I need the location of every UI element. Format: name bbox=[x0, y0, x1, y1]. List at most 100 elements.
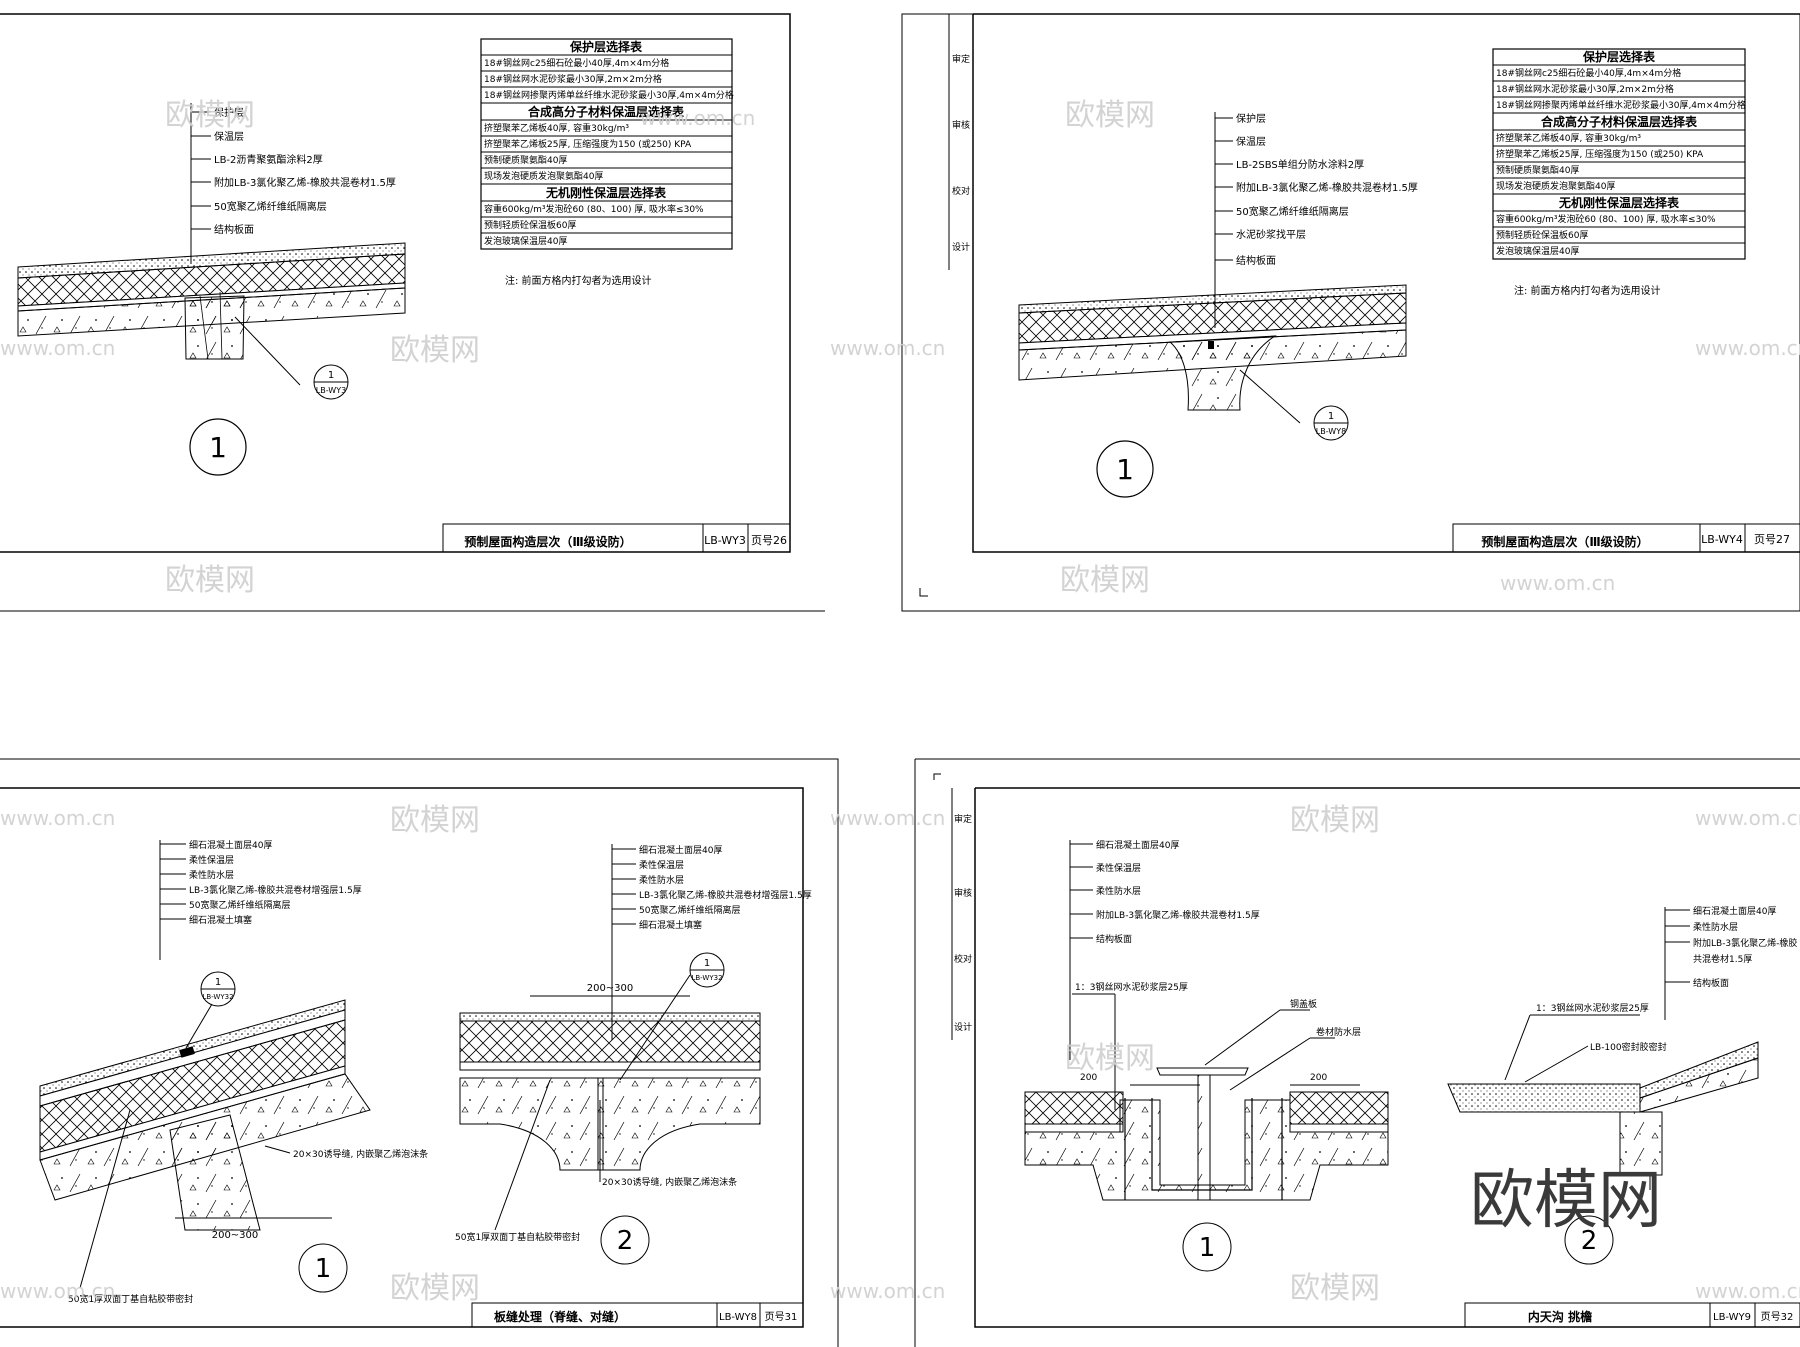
layer-leaders-left: 细石混凝土面层40厚 柔性保温层 柔性防水层 附加LB-3氯化聚乙烯-橡胶共混卷… bbox=[1069, 839, 1260, 1060]
svg-text:18#钢丝网掺聚丙烯单丝纤维水泥砂浆最小30厚,4m×4m分: 18#钢丝网掺聚丙烯单丝纤维水泥砂浆最小30厚,4m×4m分格 bbox=[484, 89, 734, 101]
svg-text:页号31: 页号31 bbox=[765, 1311, 798, 1323]
layer-leaders: 保护层 保温层 LB-2SBS单组分防水涂料2厚 附加LB-3氯化聚乙烯-橡胶共… bbox=[1214, 112, 1418, 328]
svg-text:1: 1 bbox=[1328, 411, 1334, 422]
svg-text:LB-3氯化聚乙烯-橡胶共混卷材增强层1.5厚: LB-3氯化聚乙烯-橡胶共混卷材增强层1.5厚 bbox=[189, 884, 362, 896]
svg-text:现场发泡硬质发泡聚氨酯40厚: 现场发泡硬质发泡聚氨酯40厚 bbox=[484, 170, 603, 182]
detail-number: 1 bbox=[209, 431, 227, 464]
svg-text:预制硬质聚氨酯40厚: 预制硬质聚氨酯40厚 bbox=[1496, 164, 1579, 176]
watermark-logo: 欧模网 bbox=[165, 98, 255, 133]
watermark-url: www.om.cn bbox=[830, 806, 945, 830]
eave-section bbox=[1447, 1041, 1759, 1190]
side-label: 校对 bbox=[954, 953, 972, 965]
side-label: 校对 bbox=[952, 185, 970, 197]
layer-label: 50宽聚乙烯纤维纸隔离层 bbox=[214, 200, 327, 213]
layer-leaders-right: 细石混凝土面层40厚 柔性防水层 附加LB-3氯化聚乙烯-橡胶 共混卷材1.5厚… bbox=[1664, 905, 1797, 1020]
watermark-logo: 欧模网 bbox=[1065, 98, 1155, 133]
layer-label: 附加LB-3氯化聚乙烯-橡胶共混卷材1.5厚 bbox=[214, 176, 396, 189]
detail-number: 2 bbox=[617, 1226, 634, 1256]
watermark-logo: 欧模网 bbox=[390, 1271, 480, 1306]
svg-text:柔性保温层: 柔性保温层 bbox=[1096, 862, 1141, 874]
svg-text:18#钢丝网水泥砂浆最小30厚,2m×2m分格: 18#钢丝网水泥砂浆最小30厚,2m×2m分格 bbox=[1496, 83, 1674, 95]
table-note: 注: 前面方格内打勾者为选用设计 bbox=[505, 274, 652, 287]
layer-leaders-left: 细石混凝土面层40厚 柔性保温层 柔性防水层 LB-3氯化聚乙烯-橡胶共混卷材增… bbox=[159, 839, 362, 960]
svg-text:柔性保温层: 柔性保温层 bbox=[189, 854, 234, 866]
detail-number: 1 bbox=[1199, 1233, 1216, 1263]
watermark-url: www.om.cn bbox=[830, 336, 945, 360]
svg-text:无机刚性保温层选择表: 无机刚性保温层选择表 bbox=[545, 185, 667, 200]
svg-text:保护层: 保护层 bbox=[1236, 112, 1266, 125]
layer-leaders-right: 细石混凝土面层40厚 柔性保温层 柔性防水层 LB-3氯化聚乙烯-橡胶共混卷材增… bbox=[611, 844, 812, 1040]
svg-text:附加LB-3氯化聚乙烯-橡胶共混卷材1.5厚: 附加LB-3氯化聚乙烯-橡胶共混卷材1.5厚 bbox=[1236, 181, 1418, 194]
side-label: 审核 bbox=[954, 887, 972, 899]
side-label: 审定 bbox=[954, 813, 972, 825]
detail-ref-bubble: 1 LB-WY32 bbox=[689, 952, 725, 988]
svg-text:LB-WY4: LB-WY4 bbox=[1701, 533, 1743, 546]
detail-ref-bubble: 1 LB-WY8 bbox=[1313, 405, 1349, 441]
svg-text:柔性防水层: 柔性防水层 bbox=[1693, 921, 1738, 933]
svg-text:页号32: 页号32 bbox=[1761, 1311, 1794, 1323]
svg-text:50宽聚乙烯纤维纸隔离层: 50宽聚乙烯纤维纸隔离层 bbox=[1236, 205, 1349, 218]
title-block: 板缝处理（脊缝、对缝） LB-WY8 页号31 bbox=[471, 1302, 804, 1328]
layer-label: 保温层 bbox=[214, 130, 244, 143]
watermark-large: 欧模网 bbox=[1470, 1164, 1662, 1238]
svg-text:18#钢丝网c25细石砼最小40厚,4m×4m分格: 18#钢丝网c25细石砼最小40厚,4m×4m分格 bbox=[484, 57, 669, 69]
groove-label: 20×30诱导缝, 内嵌聚乙烯泡沫条 bbox=[293, 1148, 428, 1160]
panel-2: 审定 审核 校对 设计 保护层 保温层 LB-2SBS单组分防水涂料2厚 附加L… bbox=[901, 13, 1800, 612]
svg-text:结构板面: 结构板面 bbox=[1236, 254, 1276, 267]
svg-text:预制屋面构造层次（Ⅲ级设防）: 预制屋面构造层次（Ⅲ级设防） bbox=[1481, 534, 1648, 549]
watermark-url: www.om.cn bbox=[0, 806, 115, 830]
svg-text:预制轻质砼保温板60厚: 预制轻质砼保温板60厚 bbox=[1496, 229, 1588, 241]
svg-text:1: 1 bbox=[704, 958, 710, 969]
panel-4: 审定 审核 校对 设计 细石混凝土面层40厚 柔性保温层 柔性防水层 附加LB-… bbox=[914, 758, 1800, 1347]
detail-number: 1 bbox=[315, 1254, 332, 1284]
seal-label: 50宽1厚双面丁基自粘胶带密封 bbox=[455, 1231, 580, 1243]
side-label: 设计 bbox=[954, 1021, 972, 1033]
watermark-url: www.om.cn bbox=[0, 1279, 115, 1303]
svg-text:50宽聚乙烯纤维纸隔离层: 50宽聚乙烯纤维纸隔离层 bbox=[189, 899, 290, 911]
detail-ref-bubble: 1 LB-WY3 bbox=[313, 364, 349, 400]
roof-section bbox=[1018, 284, 1407, 411]
svg-text:发泡玻璃保温层40厚: 发泡玻璃保温层40厚 bbox=[484, 235, 567, 247]
layer-label: 保护层 bbox=[214, 106, 244, 119]
svg-text:细石混凝土面层40厚: 细石混凝土面层40厚 bbox=[1096, 839, 1179, 851]
dimension: 200~300 bbox=[212, 1230, 259, 1241]
side-label: 审核 bbox=[952, 119, 970, 131]
svg-text:50宽聚乙烯纤维纸隔离层: 50宽聚乙烯纤维纸隔离层 bbox=[639, 904, 740, 916]
svg-text:柔性防水层: 柔性防水层 bbox=[1096, 885, 1141, 897]
layer-label: 结构板面 bbox=[214, 223, 254, 236]
layer-leaders: 保护层 保温层 LB-2沥青聚氨酯涂料2厚 附加LB-3氯化聚乙烯-橡胶共混卷材… bbox=[190, 103, 396, 264]
svg-text:发泡玻璃保温层40厚: 发泡玻璃保温层40厚 bbox=[1496, 245, 1579, 257]
watermark-url: www.om.cn bbox=[1500, 571, 1615, 595]
svg-text:保护层选择表: 保护层选择表 bbox=[1582, 49, 1656, 64]
groove-label: 20×30诱导缝, 内嵌聚乙烯泡沫条 bbox=[602, 1176, 737, 1188]
svg-text:LB-WY8: LB-WY8 bbox=[719, 1312, 757, 1323]
gutter-section bbox=[1024, 1067, 1389, 1201]
svg-text:无机刚性保温层选择表: 无机刚性保温层选择表 bbox=[1558, 195, 1680, 210]
svg-text:现场发泡硬质发泡聚氨酯40厚: 现场发泡硬质发泡聚氨酯40厚 bbox=[1496, 180, 1615, 192]
svg-text:保护层选择表: 保护层选择表 bbox=[569, 39, 643, 54]
mortar-label: 1：3钢丝网水泥砂浆层25厚 bbox=[1075, 981, 1188, 993]
butt-joint-section bbox=[459, 995, 761, 1171]
watermark-url: www.om.cn bbox=[830, 1279, 945, 1303]
svg-text:保温层: 保温层 bbox=[1236, 135, 1266, 148]
ridge-section bbox=[39, 999, 371, 1231]
cover-label: 钢盖板 bbox=[1290, 998, 1317, 1010]
watermark-logo: 欧模网 bbox=[390, 803, 480, 838]
svg-text:附加LB-3氯化聚乙烯-橡胶共混卷材1.5厚: 附加LB-3氯化聚乙烯-橡胶共混卷材1.5厚 bbox=[1096, 909, 1260, 921]
svg-text:挤塑聚苯乙烯板25厚, 压缩强度为150 (或250) KP: 挤塑聚苯乙烯板25厚, 压缩强度为150 (或250) KPA bbox=[1496, 148, 1704, 160]
selection-table: 保护层选择表 18#钢丝网c25细石砼最小40厚,4m×4m分格 18#钢丝网水… bbox=[1492, 48, 1746, 260]
detail-ref-bubble: 1 LB-WY32 bbox=[200, 971, 236, 1007]
layer-label: LB-2沥青聚氨酯涂料2厚 bbox=[214, 153, 323, 166]
svg-text:柔性防水层: 柔性防水层 bbox=[189, 869, 234, 881]
watermark-logo: 欧模网 bbox=[165, 563, 255, 598]
svg-text:细石混凝土面层40厚: 细石混凝土面层40厚 bbox=[1693, 905, 1776, 917]
watermark-url: www.om.cn bbox=[640, 106, 755, 130]
svg-text:1: 1 bbox=[215, 977, 221, 988]
svg-text:18#钢丝网掺聚丙烯单丝纤维水泥砂浆最小30厚,4m×4m分: 18#钢丝网掺聚丙烯单丝纤维水泥砂浆最小30厚,4m×4m分格 bbox=[1496, 99, 1746, 111]
detail-number: 2 bbox=[1581, 1226, 1598, 1256]
membrane-label: 卷材防水层 bbox=[1316, 1026, 1361, 1038]
dimension: 200 bbox=[1310, 1073, 1327, 1083]
watermark-url: www.om.cn bbox=[0, 336, 115, 360]
watermark-url: www.om.cn bbox=[1695, 806, 1800, 830]
svg-text:容重600kg/m³发泡砼60 (80、100) 厚, 吸水: 容重600kg/m³发泡砼60 (80、100) 厚, 吸水率≤30% bbox=[484, 203, 704, 215]
